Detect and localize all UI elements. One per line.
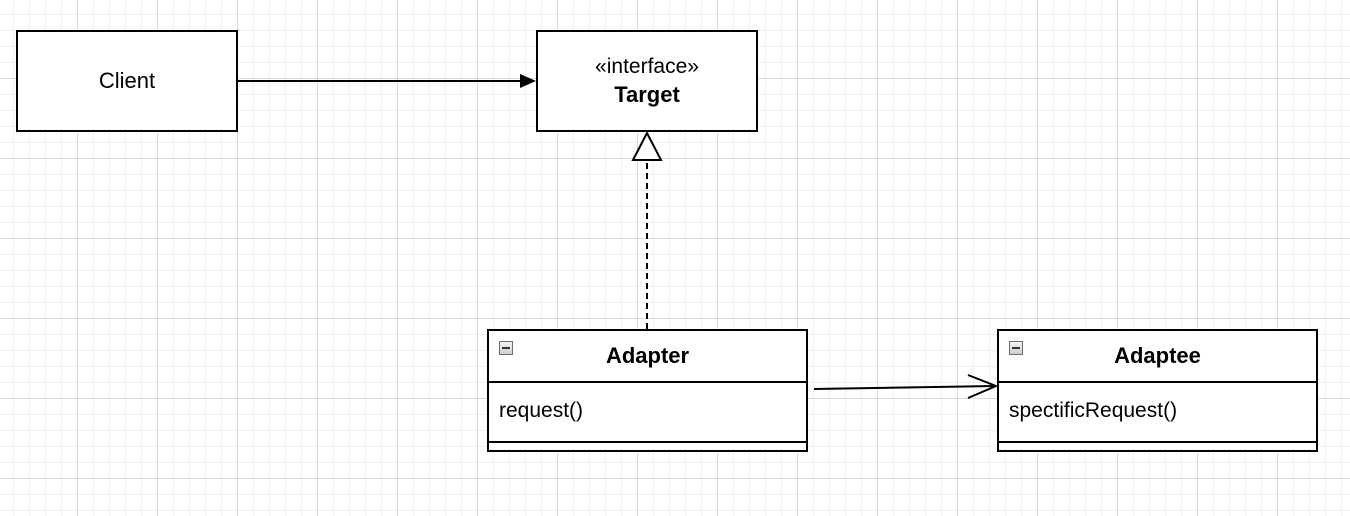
adaptee-class-header: Adaptee xyxy=(999,331,1316,383)
target-label: Target xyxy=(614,82,680,107)
realization-triangle xyxy=(631,130,663,161)
target-stereotype: «interface» xyxy=(595,55,699,78)
adapter-methods: request() xyxy=(489,383,806,443)
target-interface-box[interactable]: «interface» Target xyxy=(536,30,758,132)
adapter-method: request() xyxy=(499,399,584,422)
adapter-class-header: Adapter xyxy=(489,331,806,383)
adapter-adaptee-line xyxy=(813,385,996,390)
client-label: Client xyxy=(98,68,156,93)
adapter-adaptee-arrowhead xyxy=(967,374,999,399)
adapter-class-box[interactable]: Adapter request() xyxy=(487,329,808,452)
adaptee-methods: spectificRequest() xyxy=(999,383,1316,443)
collapse-icon[interactable] xyxy=(499,341,513,355)
client-target-arrowhead xyxy=(520,74,536,88)
client-box[interactable]: Client xyxy=(16,30,238,132)
adaptee-method: spectificRequest() xyxy=(1009,399,1178,422)
collapse-icon[interactable] xyxy=(1009,341,1023,355)
adaptee-class-box[interactable]: Adaptee spectificRequest() xyxy=(997,329,1318,452)
adaptee-class-name: Adaptee xyxy=(1114,343,1201,368)
adapter-class-name: Adapter xyxy=(605,343,690,368)
